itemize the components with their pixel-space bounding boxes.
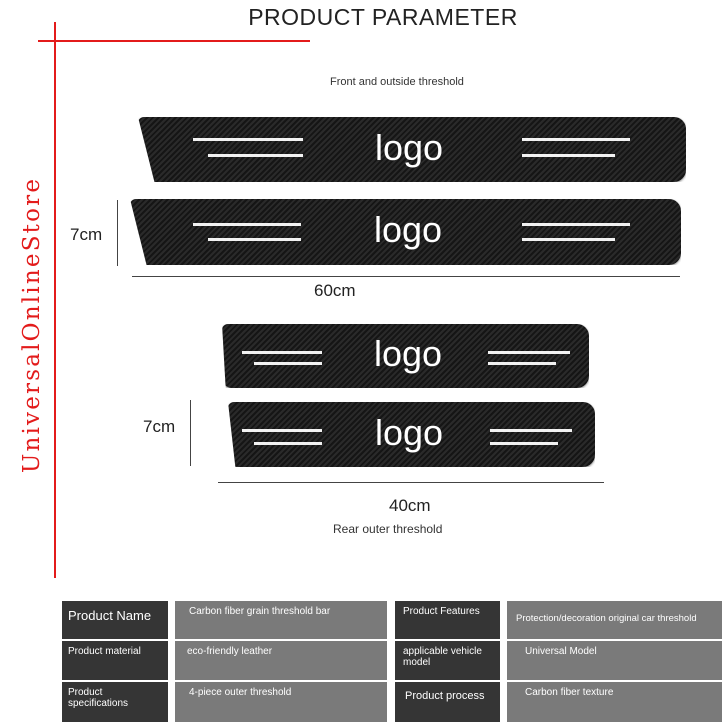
threshold-plate-rear-2: logo [228,402,595,467]
spec-label: Product specifications [62,682,168,722]
plate-logo: logo [374,126,444,168]
height-label-bottom: 7cm [143,417,176,436]
spec-label: Product Name [62,601,168,639]
store-watermark: UniversalOnlineStore [19,176,45,474]
spec-value: Carbon fiber grain threshold bar [175,601,387,639]
spec-value: Universal Model [507,641,722,680]
spec-label: Product Features [395,601,500,639]
spec-value: Protection/decoration original car thres… [507,601,722,639]
threshold-plate-front-1: logo [138,117,686,182]
rear-caption: Rear outer threshold [333,522,443,536]
width-label-top: 60cm [314,281,356,300]
height-marker [117,200,118,266]
height-label-top: 7cm [70,225,103,244]
width-label-bottom: 40cm [389,496,431,515]
plate-logo: logo [373,208,443,250]
red-divider-vertical [54,22,56,578]
spec-label: Product process [395,682,500,722]
spec-value: eco-friendly leather [175,641,387,680]
spec-value: 4-piece outer threshold [175,682,387,722]
height-marker [190,400,191,466]
plate-logo: logo [373,332,443,374]
spec-label: Product material [62,641,168,680]
spec-label: applicable vehicle model [395,641,500,680]
width-marker [132,276,680,277]
plate-logo: logo [374,411,444,453]
threshold-plate-front-2: logo [130,199,681,265]
threshold-plate-rear-1: logo [222,324,589,388]
front-caption: Front and outside threshold [330,76,464,88]
red-divider-horizontal [38,40,310,42]
spec-value: Carbon fiber texture [507,682,722,722]
width-marker [218,482,604,483]
page-title: PRODUCT PARAMETER [248,4,518,30]
